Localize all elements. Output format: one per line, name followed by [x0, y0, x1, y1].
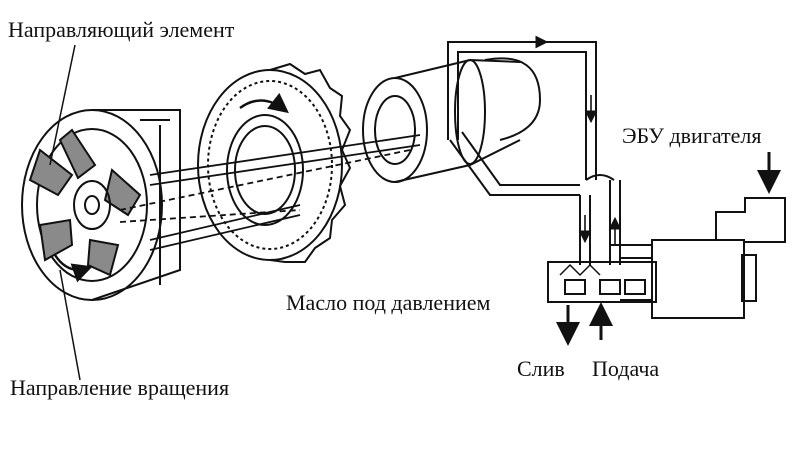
- guide-leader-line: [49, 44, 76, 166]
- rotation-leader-line: [59, 269, 81, 381]
- camshaft: [362, 57, 580, 196]
- label-rotation-direction: Направление вращения: [10, 375, 230, 400]
- sprocket: [197, 62, 352, 263]
- shaft-tubes: [119, 134, 421, 251]
- label-oil-pressure: Масло под давлением: [286, 290, 491, 315]
- oil-control-valve: [547, 261, 657, 346]
- label-guide-element: Направляющий элемент: [8, 17, 235, 42]
- label-ecu: ЭБУ двигателя: [622, 123, 762, 148]
- oil-circuit: [447, 35, 622, 265]
- label-supply: Подача: [592, 356, 660, 381]
- label-drain: Слив: [517, 356, 565, 381]
- guide-element-rotor: [21, 109, 181, 301]
- solenoid: [610, 197, 786, 319]
